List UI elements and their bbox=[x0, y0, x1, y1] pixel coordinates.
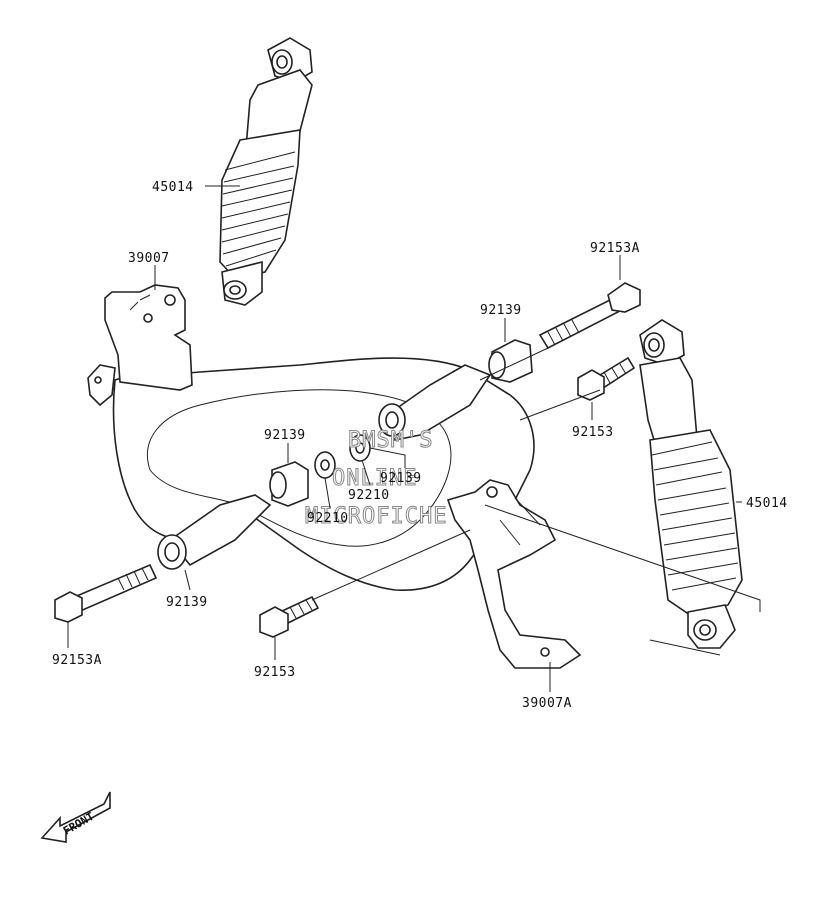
label-92153A-top-right: 92153A bbox=[590, 241, 640, 256]
front-indicator-label: FRONT bbox=[61, 810, 97, 838]
label-92210-b: 92210 bbox=[307, 511, 349, 526]
label-92153A-bottom-left: 92153A bbox=[52, 653, 102, 668]
watermark-line-1: BMSM'S bbox=[348, 428, 433, 453]
label-92153-right: 92153 bbox=[572, 425, 614, 440]
shock-absorber-upper bbox=[219, 37, 313, 306]
label-45014-right: 45014 bbox=[746, 496, 788, 511]
washer-92210-a bbox=[314, 451, 336, 479]
bolt-92153A-bottom-left bbox=[54, 563, 158, 623]
bolt-92153-right-small bbox=[577, 356, 636, 401]
shock-absorber-right bbox=[639, 319, 743, 649]
label-92210-a: 92210 bbox=[348, 488, 390, 503]
watermark-line-2: ONLINE bbox=[332, 466, 417, 491]
label-92153-bottom-mid: 92153 bbox=[254, 665, 296, 680]
label-92139-mid-b: 92139 bbox=[380, 471, 422, 486]
pivot-tube-assembly bbox=[157, 364, 492, 570]
label-45014-upper: 45014 bbox=[152, 180, 194, 195]
watermark-line-3: MICROFICHE bbox=[305, 504, 447, 529]
label-92139-mid-a: 92139 bbox=[264, 428, 306, 443]
label-39007A: 39007A bbox=[522, 696, 572, 711]
front-arrow-icon: FRONT bbox=[40, 791, 111, 843]
collar-92139-mid bbox=[269, 461, 309, 507]
collar-92139-top bbox=[488, 339, 533, 383]
label-92139-top: 92139 bbox=[480, 303, 522, 318]
label-92139-left: 92139 bbox=[166, 595, 208, 610]
watermark: BMSM'S ONLINE MICROFICHE bbox=[305, 428, 447, 530]
bolt-92153A-top-right bbox=[538, 282, 641, 350]
leader-lines bbox=[67, 185, 742, 692]
guide-lines bbox=[311, 347, 761, 656]
label-39007: 39007 bbox=[128, 251, 170, 266]
part-labels: 45014 39007 92153A 92139 92153 45014 921… bbox=[52, 180, 788, 711]
bolt-92153-bottom-mid bbox=[259, 595, 320, 638]
